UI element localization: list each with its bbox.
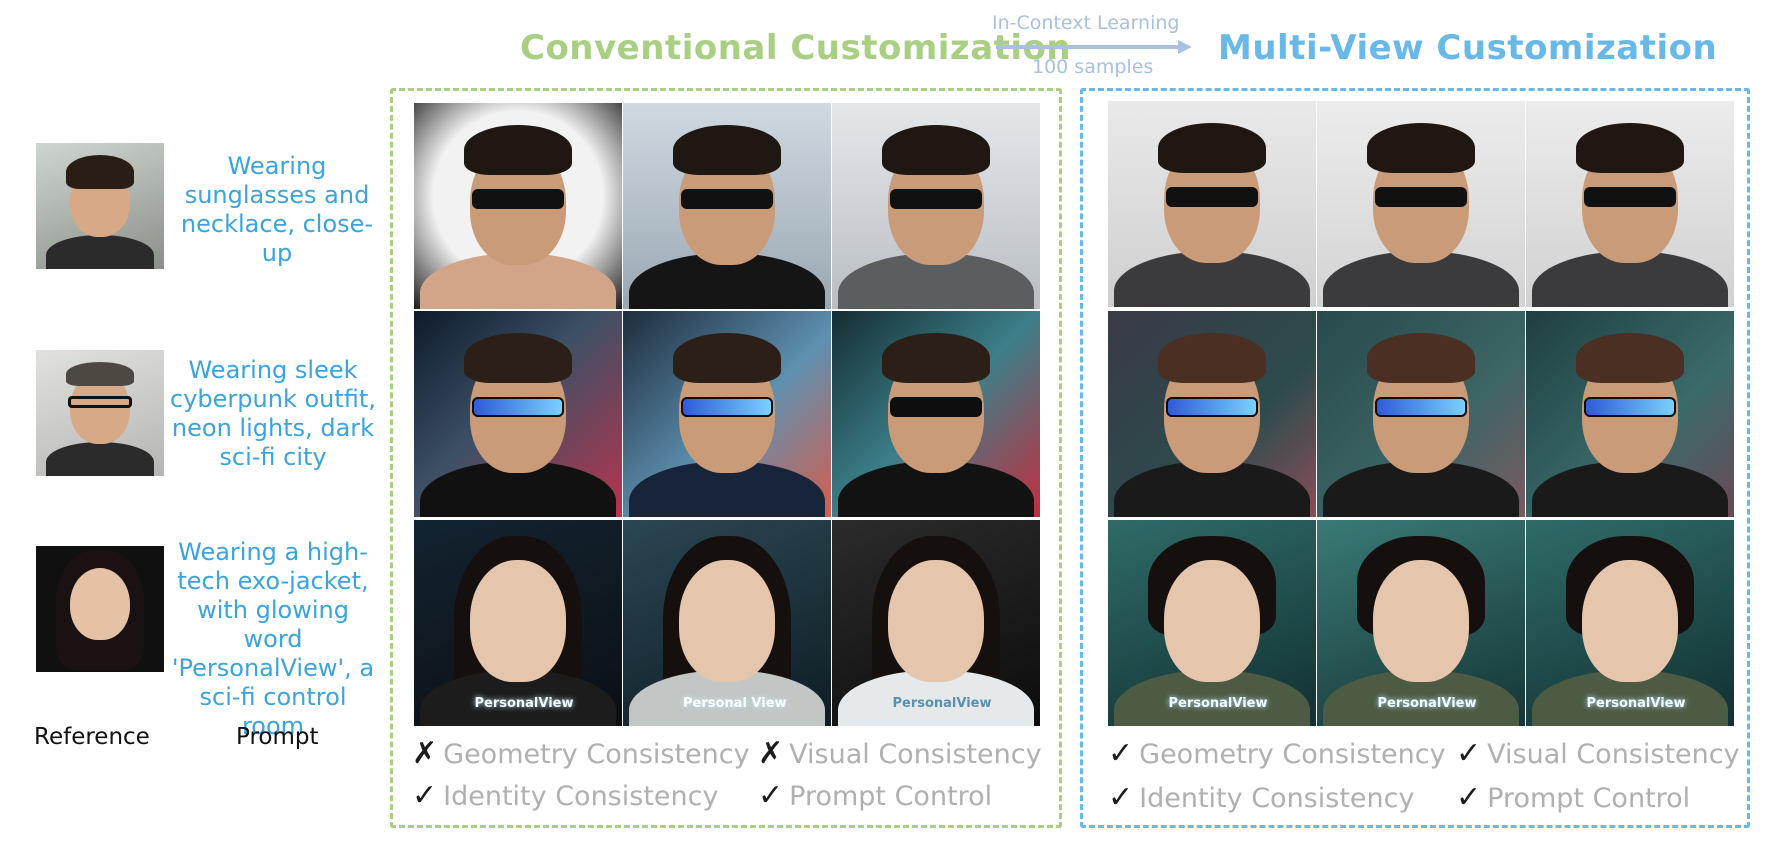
check-mark-icon: ✓ bbox=[1108, 780, 1134, 815]
multi-view-customization-title: Multi-View Customization bbox=[1218, 28, 1718, 68]
check-mark-icon: ✓ bbox=[1456, 736, 1482, 771]
conventional-image-r3-c2: Personal View bbox=[623, 520, 831, 726]
criterion-label: Identity Consistency bbox=[1139, 783, 1415, 814]
multiview-image-r2-c2 bbox=[1317, 311, 1525, 517]
multiview-image-r2-c3 bbox=[1526, 311, 1734, 517]
criterion-conv-visual: ✗Visual Consistency bbox=[758, 736, 1042, 771]
conventional-image-r3-c1: PersonalView bbox=[414, 520, 622, 726]
criterion-mv-identity: ✓Identity Consistency bbox=[1108, 780, 1414, 815]
criterion-label: Prompt Control bbox=[1487, 783, 1691, 814]
suit-text: PersonalView bbox=[1377, 696, 1477, 711]
reference-image-row-3 bbox=[36, 546, 164, 672]
check-mark-icon: ✓ bbox=[1108, 736, 1134, 771]
criterion-label: Prompt Control bbox=[789, 781, 993, 812]
criterion-label: Visual Consistency bbox=[1487, 739, 1740, 770]
cross-mark-icon: ✗ bbox=[758, 736, 784, 771]
multiview-image-r3-c1: PersonalView bbox=[1108, 520, 1316, 726]
check-mark-icon: ✓ bbox=[412, 778, 438, 813]
arrow-label-bottom: 100 samples bbox=[1032, 56, 1154, 78]
criterion-conv-prompt: ✓Prompt Control bbox=[758, 778, 992, 813]
check-mark-icon: ✓ bbox=[758, 778, 784, 813]
suit-text: PersonalView bbox=[1586, 696, 1686, 711]
reference-image-row-2 bbox=[36, 350, 164, 476]
prompt-text-row-2: Wearing sleek cyberpunk outfit, neon lig… bbox=[170, 356, 376, 471]
reference-column-label: Reference bbox=[34, 724, 150, 750]
conventional-image-r2-c3 bbox=[832, 311, 1040, 517]
reference-image-row-1 bbox=[36, 143, 164, 269]
multiview-image-r3-c2: PersonalView bbox=[1317, 520, 1525, 726]
suit-text: Personal View bbox=[683, 696, 787, 711]
right-arrow-icon bbox=[996, 40, 1192, 54]
check-mark-icon: ✓ bbox=[1456, 780, 1482, 815]
suit-text: PersonalView bbox=[474, 696, 574, 711]
conventional-image-r1-c3 bbox=[832, 103, 1040, 309]
arrow-label-top: In-Context Learning bbox=[992, 12, 1180, 34]
criterion-label: Identity Consistency bbox=[443, 781, 719, 812]
cross-mark-icon: ✗ bbox=[412, 736, 438, 771]
conventional-panel bbox=[390, 88, 1062, 828]
multiview-image-r2-c1 bbox=[1108, 311, 1316, 517]
prompt-text-row-1: Wearing sunglasses and necklace, close-u… bbox=[180, 152, 374, 267]
multiview-image-r3-c3: PersonalView bbox=[1526, 520, 1734, 726]
prompt-column-label: Prompt bbox=[236, 724, 319, 750]
multiview-image-r1-c2 bbox=[1317, 101, 1525, 307]
criterion-mv-prompt: ✓Prompt Control bbox=[1456, 780, 1690, 815]
conventional-image-r2-c2 bbox=[623, 311, 831, 517]
criterion-conv-identity: ✓Identity Consistency bbox=[412, 778, 718, 813]
multiview-panel bbox=[1080, 88, 1750, 828]
criterion-mv-visual: ✓Visual Consistency bbox=[1456, 736, 1740, 771]
criterion-mv-geometry: ✓Geometry Consistency bbox=[1108, 736, 1446, 771]
criterion-label: Geometry Consistency bbox=[1139, 739, 1446, 770]
criterion-label: Visual Consistency bbox=[789, 739, 1042, 770]
criterion-label: Geometry Consistency bbox=[443, 739, 750, 770]
prompt-text-row-3: Wearing a high-tech exo-jacket, with glo… bbox=[171, 538, 375, 740]
conventional-image-r1-c1 bbox=[414, 103, 622, 309]
suit-text: PersonalView bbox=[892, 696, 992, 711]
conventional-image-r1-c2 bbox=[623, 103, 831, 309]
multiview-image-r1-c1 bbox=[1108, 101, 1316, 307]
suit-text: PersonalView bbox=[1168, 696, 1268, 711]
criterion-conv-geometry: ✗Geometry Consistency bbox=[412, 736, 750, 771]
conventional-customization-title: Conventional Customization bbox=[520, 28, 1072, 68]
conventional-image-r2-c1 bbox=[414, 311, 622, 517]
conventional-image-r3-c3: PersonalView bbox=[832, 520, 1040, 726]
multiview-image-r1-c3 bbox=[1526, 101, 1734, 307]
